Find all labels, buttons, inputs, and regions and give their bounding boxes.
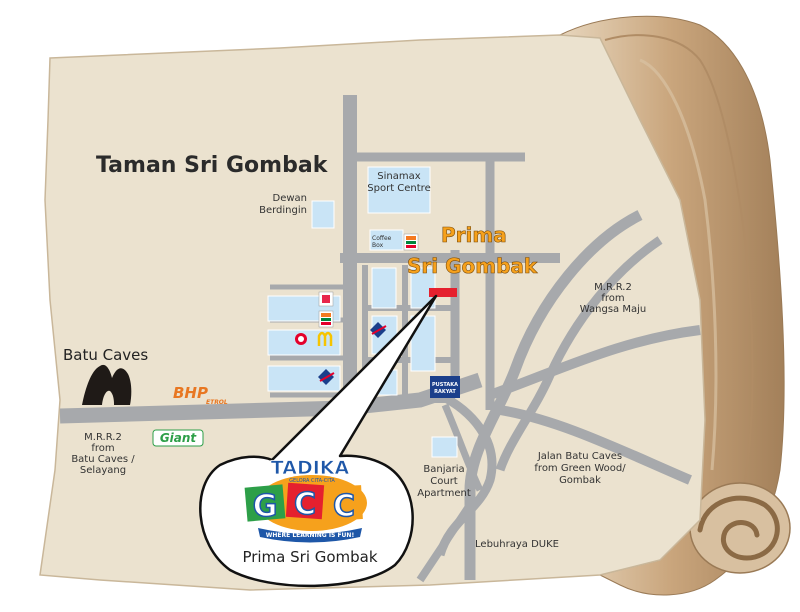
banjaria-building <box>431 436 458 458</box>
seven-eleven-icon <box>403 233 419 251</box>
duke-highway <box>488 325 701 400</box>
gcc-letter-c1: C <box>294 487 316 522</box>
shop-icon-top <box>318 291 334 307</box>
curve-wangsa <box>464 210 643 580</box>
pustaka-label-1: PUSTAKA <box>432 382 458 388</box>
destination-title-line1: Prima <box>441 223 507 247</box>
sinamax-label-2: Sport Centre <box>367 183 430 194</box>
duke-label: Lebuhraya DUKE <box>475 539 559 550</box>
sinamax-building <box>367 166 431 214</box>
dewan-label-2: Berdingin <box>259 205 307 216</box>
tadika-text: TADIKA <box>271 457 350 479</box>
sinamax-label-1: Sinamax <box>377 171 420 182</box>
coffee-box-label-1: Coffee <box>372 235 392 242</box>
svg-text:BHP: BHP <box>173 384 208 402</box>
jalan-batu-caves-label-3: Gombak <box>559 475 601 486</box>
mrr2-left-label-3: Batu Caves / <box>71 454 135 465</box>
jalan-batu-caves-label-2: from Green Wood/ <box>534 463 626 474</box>
dewan-label-1: Dewan <box>273 193 308 204</box>
callout-caption: Prima Sri Gombak <box>242 548 377 566</box>
bhp-petrol-logo: BHP ETROL <box>173 384 228 406</box>
pustaka-rakyat-sign <box>430 376 460 398</box>
loop-left <box>441 403 484 492</box>
building-upper-strip <box>371 267 397 309</box>
mrr2-right-label-3: Wangsa Maju <box>580 304 646 315</box>
banjaria-label-2: Court <box>430 476 458 487</box>
tagline-text: WHERE LEARNING IS FUN! <box>266 532 354 539</box>
destination-title-line2: Sri Gombak <box>407 254 538 278</box>
dewan-building <box>311 200 335 229</box>
gcc-letter-c2: C <box>333 489 355 524</box>
coffee-box-building <box>369 229 404 251</box>
mcdonalds-icon <box>317 331 333 346</box>
gcc-letter-g: G <box>253 489 278 524</box>
mrr2-left-label-1: M.R.R.2 <box>84 432 122 443</box>
pustaka-label-2: RAKYAT <box>434 389 456 395</box>
seven-eleven-icon-2 <box>318 310 334 328</box>
mrr2-right-label-1: M.R.R.2 <box>594 282 632 293</box>
jalan-batu-caves <box>499 405 692 485</box>
giant-logo: Giant <box>152 429 204 447</box>
bank-icon-2 <box>318 369 335 385</box>
destination-marker <box>429 288 457 297</box>
svg-text:ETROL: ETROL <box>206 399 228 406</box>
gelora-text: GELORA CITA-CITA <box>289 478 335 484</box>
area-title: Taman Sri Gombak <box>96 153 329 178</box>
banjaria-label-3: Apartment <box>417 488 471 499</box>
mrr2-right-label-2: from <box>601 293 624 304</box>
lower-road-left <box>416 502 474 583</box>
coffee-box-label-2: Box <box>372 242 384 249</box>
parchment-background <box>39 34 706 591</box>
gcc-logo: TADIKA GELORA CITA-CITA G C C WHERE LEAR… <box>244 457 367 543</box>
bank-icon-1 <box>370 322 387 338</box>
shell-icon <box>295 333 307 345</box>
banjaria-label-1: Banjaria <box>423 464 464 475</box>
svg-text:Giant: Giant <box>160 431 198 445</box>
mrr2-left-label-2: from <box>91 443 114 454</box>
mrr2-left-label-4: Selayang <box>80 465 126 476</box>
batu-caves-label: Batu Caves <box>63 346 148 364</box>
jalan-batu-caves-label-1: Jalan Batu Caves <box>537 451 622 462</box>
batu-caves-icon <box>82 364 132 405</box>
